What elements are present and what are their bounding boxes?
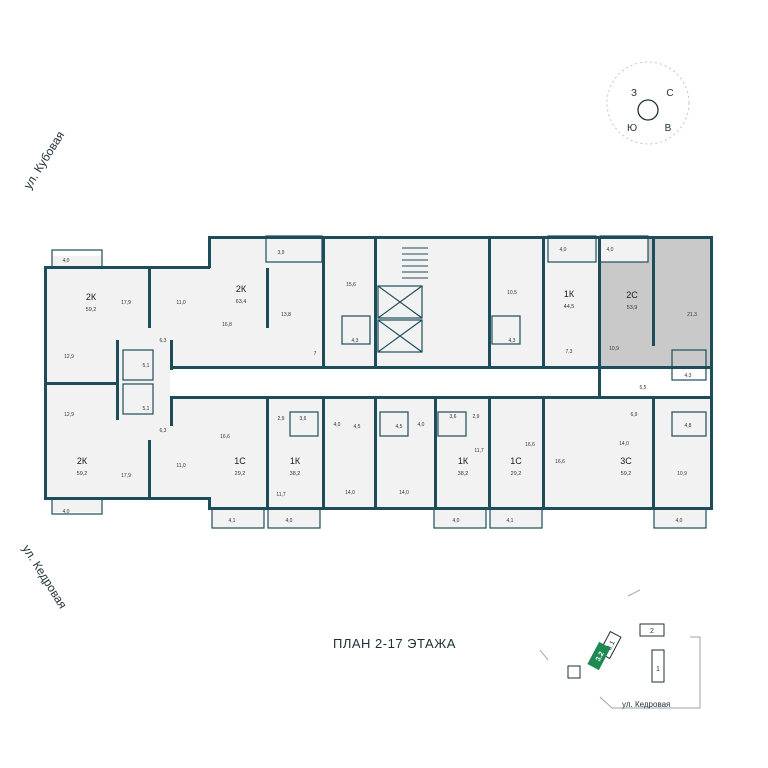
room-area: 4,8 <box>685 423 692 429</box>
room-area: 16,6 <box>525 442 535 448</box>
apartment-area: 29,2 <box>235 471 246 477</box>
room-area: 11,7 <box>474 448 484 454</box>
room-area: 4,0 <box>607 247 614 253</box>
compass-north-label: С <box>666 88 673 99</box>
apartment-type[interactable]: 2К <box>77 456 88 466</box>
apartment-area: 53,9 <box>627 305 638 311</box>
apartment-area: 44,5 <box>564 304 575 310</box>
minimap-building <box>567 665 581 679</box>
minimap-section-2[interactable] <box>639 623 665 637</box>
apartment-type[interactable]: 2С <box>626 290 638 300</box>
room-area: 4,0 <box>63 509 70 515</box>
compass-west-label: З <box>631 88 637 99</box>
apartment-type[interactable]: 1С <box>234 456 246 466</box>
room-area: 4,0 <box>418 422 425 428</box>
minimap-section-3-2[interactable]: 3.2 <box>587 641 611 671</box>
room-area: 21,3 <box>687 312 697 318</box>
room-area: 14,0 <box>345 490 355 496</box>
room-area: 10,5 <box>507 290 517 296</box>
apartment-area: 63,4 <box>236 299 247 305</box>
room-area: 4,0 <box>63 258 70 264</box>
room-area: 14,0 <box>399 490 409 496</box>
minimap-section-1[interactable] <box>651 649 665 683</box>
compass-rose: З С Ю В <box>606 61 690 145</box>
room-area: 4,0 <box>334 422 341 428</box>
apartment-type[interactable]: 1С <box>510 456 522 466</box>
apartment-area: 59,2 <box>77 471 88 477</box>
minimap-label: 2 <box>650 628 654 635</box>
room-area: 4,3 <box>509 338 516 344</box>
minimap-label: 1 <box>656 666 660 673</box>
minimap-label: 3.2 <box>595 651 606 663</box>
room-area: 5,5 <box>640 385 647 391</box>
apartment-area: 59,2 <box>86 307 97 313</box>
room-labels: 4,0 17,9 11,0 12,9 6,3 5,1 3,9 13,8 15,6… <box>63 247 698 524</box>
street-label-kedrovaya: ул. Кедровая <box>19 542 69 611</box>
apartment-type[interactable]: 1К <box>458 456 469 466</box>
apartment-type[interactable]: 1К <box>290 456 301 466</box>
room-area: 11,0 <box>176 300 186 306</box>
building <box>44 235 713 529</box>
room-area: 4,0 <box>286 518 293 524</box>
room-area: 6,3 <box>160 338 167 344</box>
room-area: 5,1 <box>143 363 150 369</box>
room-area: 2,9 <box>278 416 285 422</box>
minimap-street-label: ул. Кедровая <box>622 700 670 709</box>
room-area: 10,9 <box>677 471 687 477</box>
room-area: 15,6 <box>346 282 356 288</box>
room-area: 12,9 <box>64 412 74 418</box>
apartment-area: 38,2 <box>290 471 301 477</box>
room-area: 17,9 <box>121 473 131 479</box>
room-area: 4,0 <box>453 518 460 524</box>
apartment-type[interactable]: 2К <box>86 292 97 302</box>
room-area: 4,1 <box>229 518 236 524</box>
room-area: 11,7 <box>276 492 286 498</box>
compass-east-label: В <box>665 123 672 134</box>
room-area: 7 <box>314 351 317 357</box>
apartment-area: 29,2 <box>511 471 522 477</box>
room-area: 3,6 <box>450 414 457 420</box>
room-area: 16,6 <box>220 434 230 440</box>
apartment-type[interactable]: 3С <box>620 456 632 466</box>
room-area: 16,8 <box>222 322 232 328</box>
room-area: 4,0 <box>560 247 567 253</box>
minimap-label: 3.1 <box>606 640 617 652</box>
room-area: 4,5 <box>396 424 403 430</box>
room-area: 17,9 <box>121 300 131 306</box>
room-area: 10,9 <box>609 346 619 352</box>
apartment-type[interactable]: 2К <box>236 284 247 294</box>
room-area: 4,3 <box>352 338 359 344</box>
apartment-area: 59,2 <box>621 471 632 477</box>
apartment-area: 38,2 <box>458 471 469 477</box>
room-area: 3,6 <box>300 416 307 422</box>
room-area: 6,9 <box>631 412 638 418</box>
room-area: 3,9 <box>278 250 285 256</box>
street-label-kubovaya: ул. Кубовая <box>21 129 68 192</box>
room-area: 16,6 <box>555 459 565 465</box>
room-area: 4,5 <box>354 424 361 430</box>
site-minimap: 2 1 3.1 3.2 ул. Кедровая <box>539 589 701 709</box>
room-area: 2,9 <box>473 414 480 420</box>
apartment-type[interactable]: 1К <box>564 289 575 299</box>
room-area: 4,0 <box>676 518 683 524</box>
room-area: 14,0 <box>619 441 629 447</box>
apartment-labels: 2К 59,2 2К 63,4 1К 44,5 2С 53,9 2К 59,2 … <box>77 284 639 477</box>
room-area: 4,1 <box>507 518 514 524</box>
room-area: 7,3 <box>566 349 573 355</box>
room-area: 5,1 <box>143 406 150 412</box>
room-area: 6,3 <box>160 428 167 434</box>
plan-title: ПЛАН 2-17 ЭТАЖА <box>333 636 456 651</box>
room-area: 4,3 <box>685 373 692 379</box>
compass-south-label: Ю <box>627 123 637 134</box>
room-area: 11,0 <box>176 463 186 469</box>
room-area: 13,8 <box>281 312 291 318</box>
room-area: 12,9 <box>64 354 74 360</box>
